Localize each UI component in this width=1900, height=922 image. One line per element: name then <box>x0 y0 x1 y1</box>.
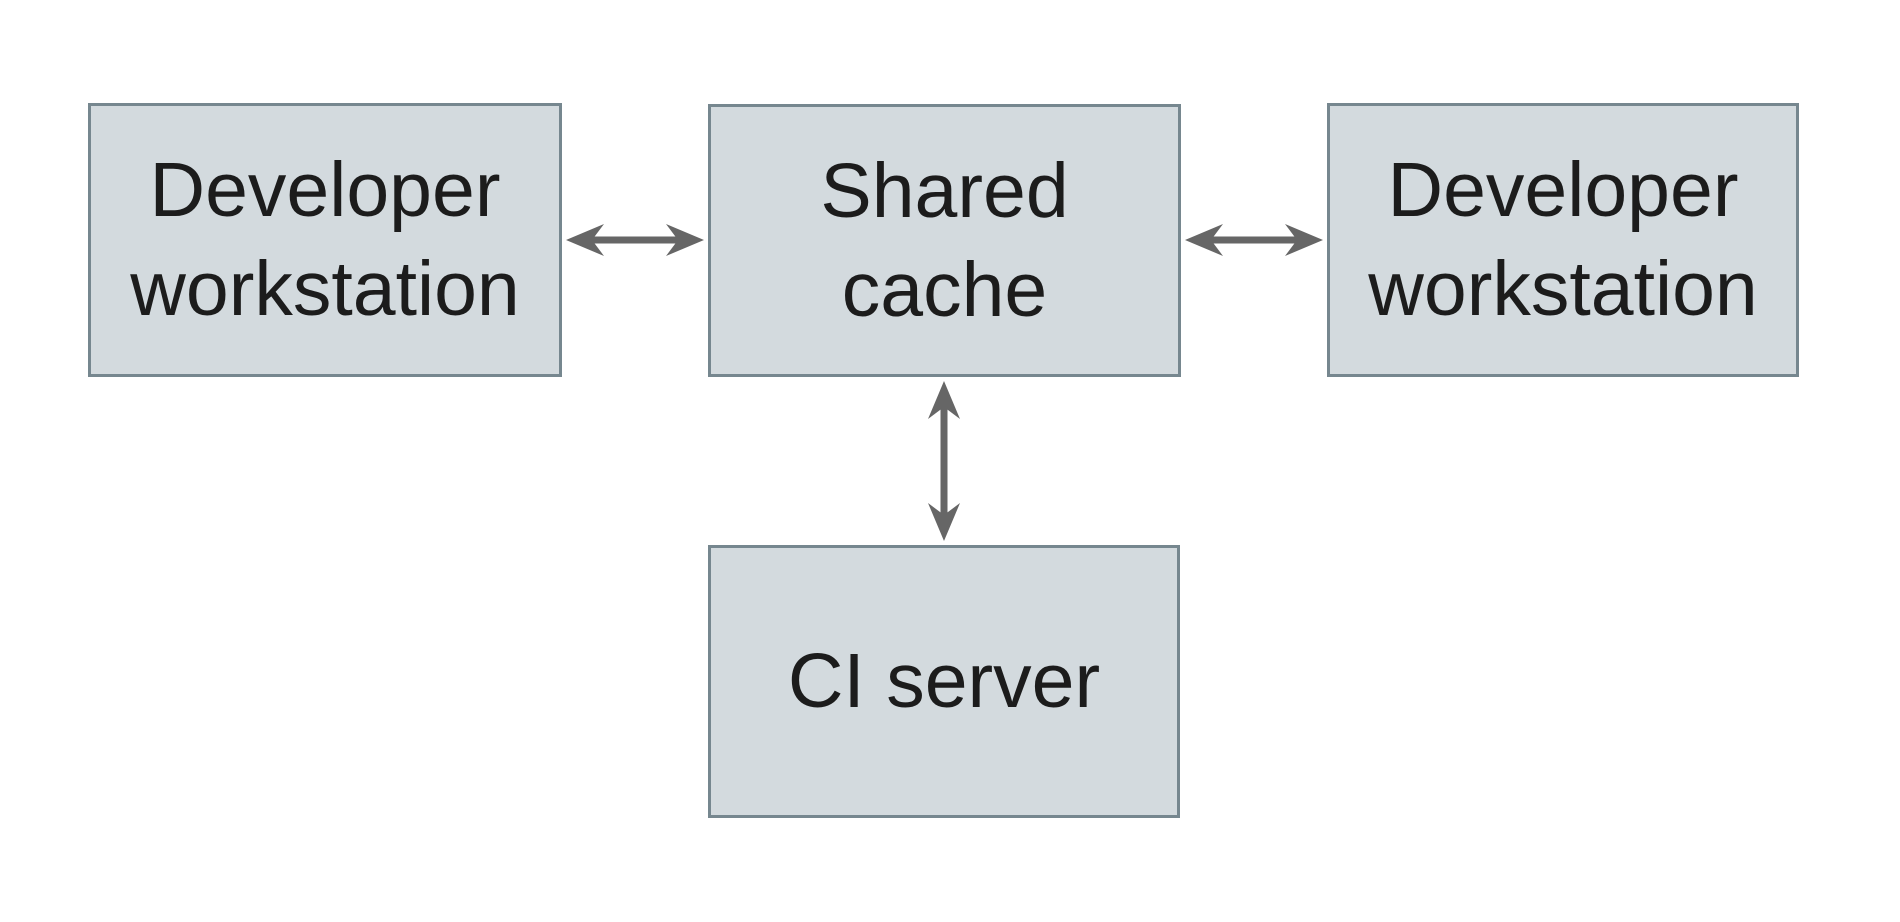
node-label-line: Developer <box>149 147 501 234</box>
node-developer-workstation-right: Developer workstation <box>1327 103 1799 377</box>
arrow-shared-cache-dev-right <box>1185 224 1323 256</box>
node-label-line: Shared <box>820 147 1069 234</box>
node-label-line: Developer <box>1387 147 1739 234</box>
node-label-line: CI server <box>787 638 1101 725</box>
node-label-line: workstation <box>130 246 520 332</box>
node-shared-cache: Shared cache <box>708 104 1181 377</box>
node-label-line: workstation <box>1368 246 1758 332</box>
arrow-dev-left-shared-cache <box>566 224 704 256</box>
arrow-shared-cache-ci-server <box>928 381 960 541</box>
node-developer-workstation-left: Developer workstation <box>88 103 562 377</box>
node-ci-server: CI server <box>708 545 1180 818</box>
node-label-line: cache <box>841 246 1048 333</box>
